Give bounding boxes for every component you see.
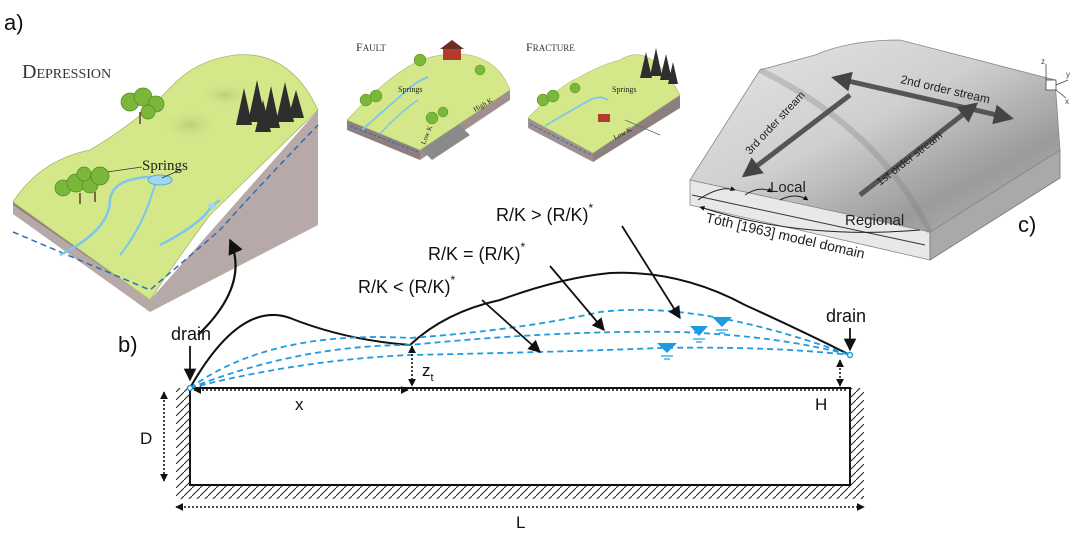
panel-a-label: a) [4,10,24,35]
rk-equal-label: R/K = (R/K)* [428,240,526,264]
L-dimension-label: L [516,513,525,532]
fault-title: FAULT [356,40,386,54]
local-flow-label: Local [770,179,806,196]
axis-y-label: y [1066,70,1070,79]
H-dimension-label: H [815,395,827,414]
depression-springs-label: Springs [142,158,188,174]
zt-dimension-label: zt [422,361,434,384]
depression-title: DEPRESSION [22,61,111,83]
fracture-title: FRACTURE [526,40,575,54]
panel-c-label: c) [1018,212,1036,237]
rk-greater-label: R/K > (R/K)* [496,201,594,225]
drain-right-label: drain [826,306,866,326]
rk-less-label: R/K < (R/K)* [358,273,456,297]
fault-springs-label: Springs [398,85,422,94]
axis-x-label: x [1065,97,1069,106]
model-domain: R/K > (R/K)* R/K = (R/K)* R/K < (R/K)* d… [140,201,866,532]
axis-z-label: z [1041,57,1045,66]
regional-flow-label: Regional [845,212,904,229]
D-dimension-label: D [140,429,152,448]
toth-block: 2nd order stream 3rd order stream 1st or… [689,39,1070,262]
fracture-block: FRACTURE Springs Low K [526,40,681,162]
x-dimension-label: x [295,395,304,414]
fracture-springs-label: Springs [612,85,636,94]
axes-triad-icon [1045,64,1069,99]
panel-b-label: b) [118,332,138,357]
fault-block: FAULT Springs Low K High K [346,40,511,160]
drain-left-label: drain [171,324,211,344]
depression-block: DEPRESSION Springs [12,54,319,312]
